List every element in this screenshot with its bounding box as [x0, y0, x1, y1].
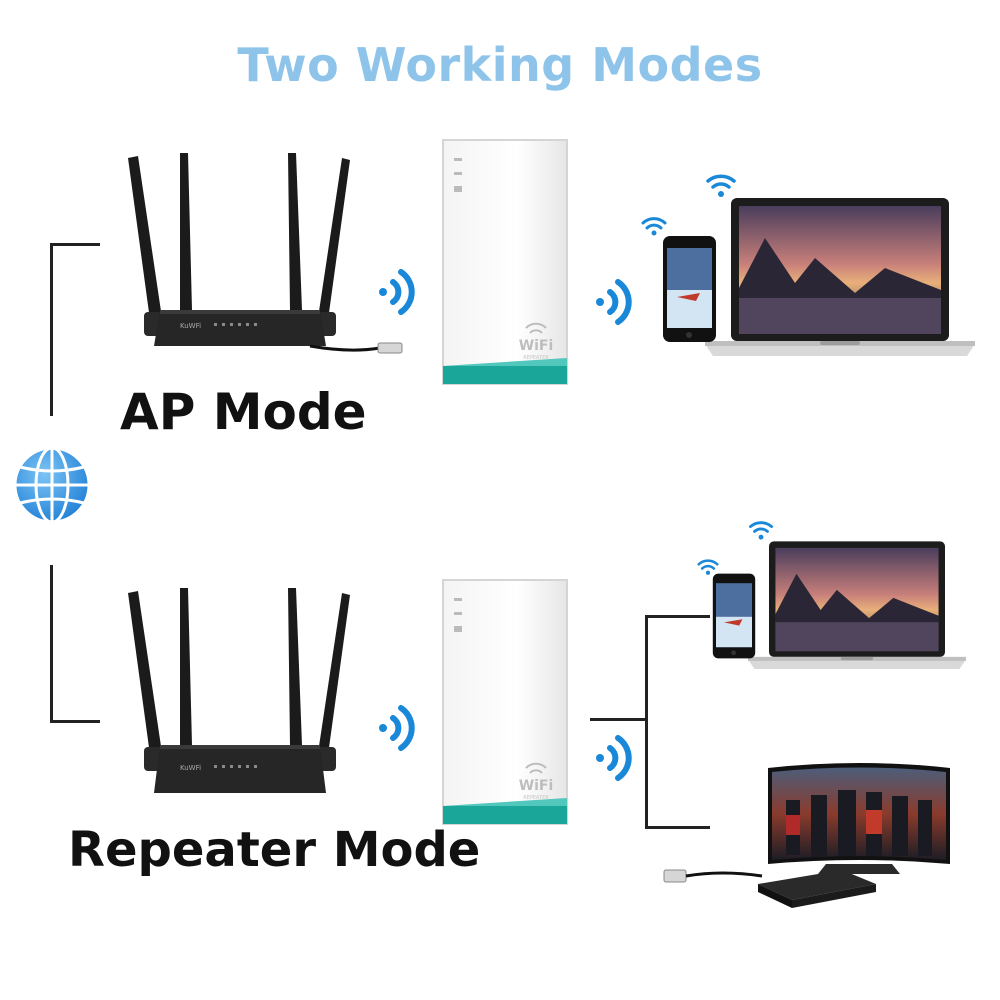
connector-line [50, 243, 100, 246]
connector-line [590, 718, 648, 721]
laptop [748, 541, 966, 669]
tv-box [663, 869, 876, 908]
router-brand: KuWFi [180, 322, 201, 330]
wifi-small-icon [706, 174, 736, 197]
repeater-badge-wifi: WiFi [519, 778, 554, 794]
smartphone [712, 573, 756, 659]
wifi-repeater: WiFi REPEATER [442, 579, 568, 825]
router: KuWFi [128, 153, 403, 354]
globe-icon [13, 446, 91, 524]
repeater-badge-repeater: REPEATER [523, 355, 549, 361]
ap-mode-label: AP Mode [120, 383, 367, 441]
connector-line [50, 243, 53, 416]
router-brand: KuWFi [180, 764, 201, 772]
repeater-mode-label: Repeater Mode [68, 822, 481, 878]
connector-line [645, 615, 648, 828]
page-title: Two Working Modes [237, 38, 763, 92]
wifi-repeater: WiFi REPEATER [442, 139, 568, 385]
smartphone [663, 236, 716, 342]
wifi-signal-icon [596, 279, 632, 325]
connector-line [645, 615, 710, 618]
repeater-badge-wifi: WiFi [519, 338, 554, 354]
wifi-small-icon [641, 217, 667, 236]
router: KuWFi [128, 588, 350, 793]
wifi-signal-icon [379, 705, 415, 751]
wifi-small-icon [697, 559, 719, 575]
connector-line [645, 826, 710, 829]
connector-line [50, 565, 53, 722]
laptop [705, 198, 975, 356]
smart-tv [768, 763, 950, 874]
wifi-signal-icon [379, 269, 415, 315]
repeater-badge-repeater: REPEATER [523, 795, 549, 801]
connector-line [50, 720, 100, 723]
wifi-signal-icon [596, 735, 632, 781]
wifi-small-icon [749, 521, 773, 540]
